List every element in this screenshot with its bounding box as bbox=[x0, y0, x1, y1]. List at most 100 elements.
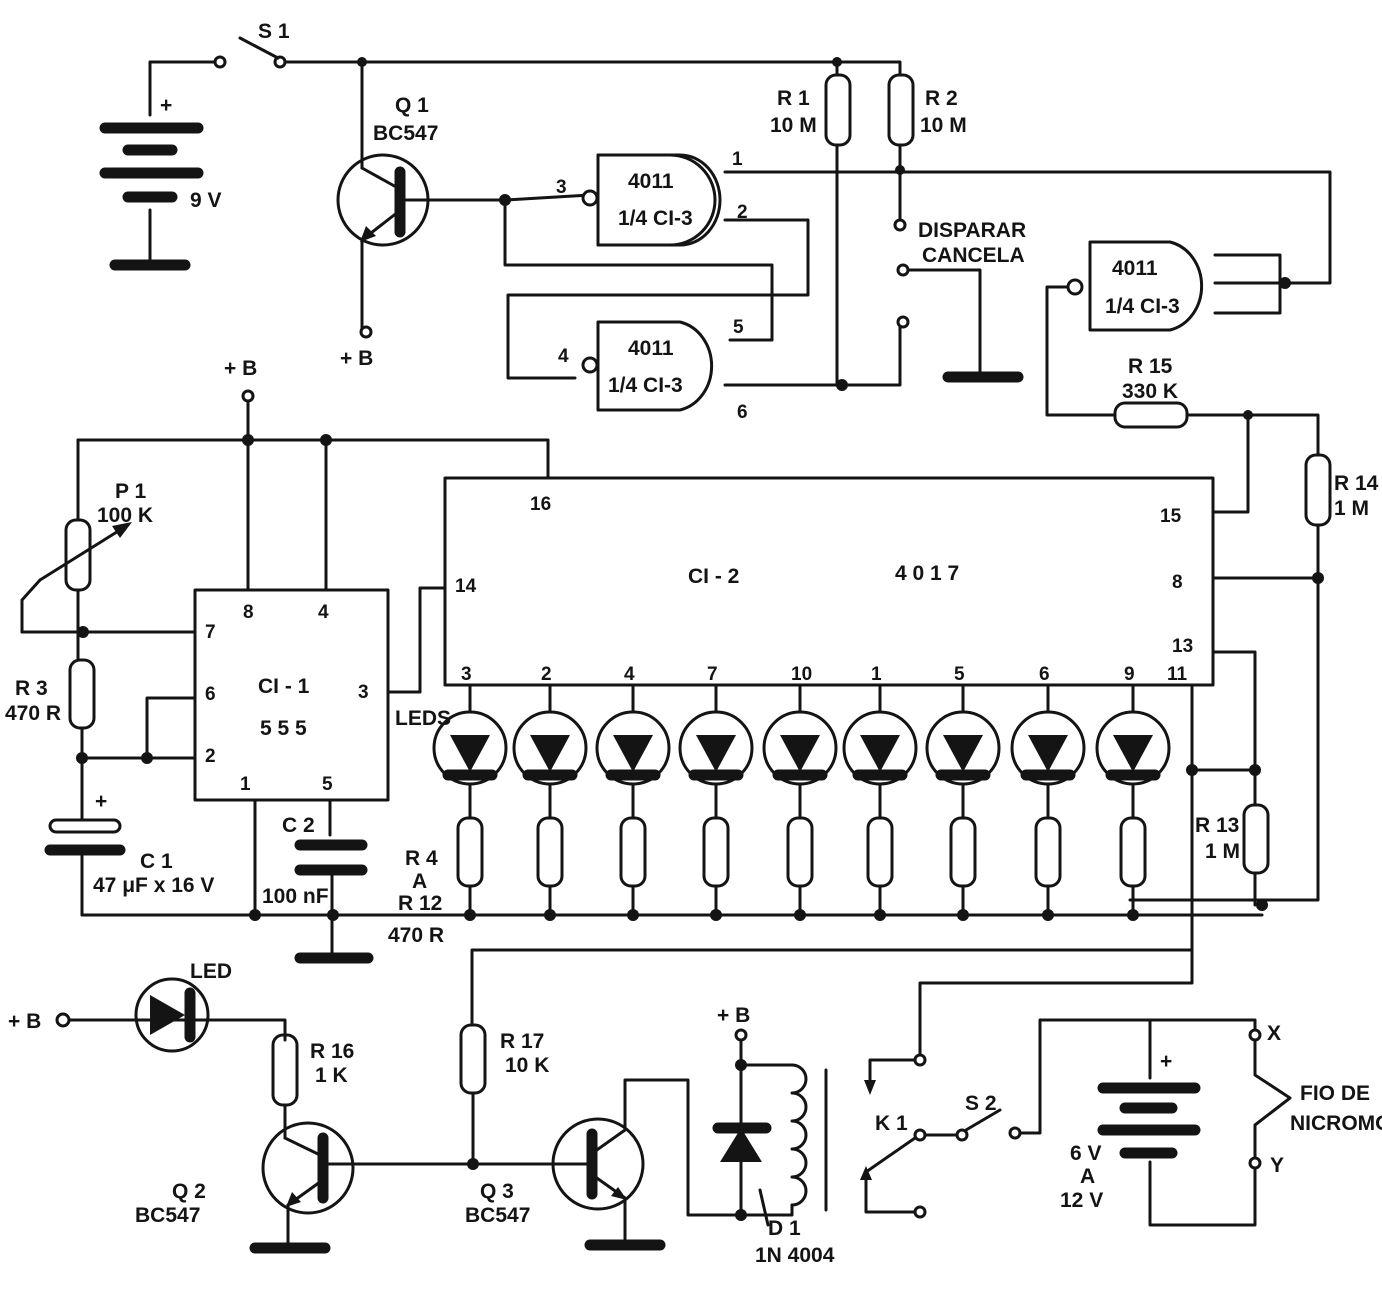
battery-2: + 6 V A 12 V bbox=[1060, 1050, 1257, 1227]
ci1-name: CI - 1 bbox=[258, 675, 310, 698]
led-pin-label: 4 bbox=[624, 664, 635, 685]
nand-gate-a: 3 2 1 4011 1/4 CI-3 bbox=[499, 149, 1332, 380]
ci1-chip: 5 5 5 bbox=[260, 717, 307, 740]
r4-r12-line1: R 4 bbox=[405, 847, 438, 870]
resistor-r16: R 16 1 K bbox=[271, 1033, 354, 1140]
resistor-r17: R 17 10 K bbox=[459, 1023, 549, 1166]
led-anode bbox=[530, 735, 570, 772]
led-pin-label: 1 bbox=[871, 664, 882, 685]
ic-4017: 16 14 15 8 13 11 CI - 2 4 0 1 7 bbox=[443, 476, 1261, 1027]
relay-supply-label: + B bbox=[717, 1004, 750, 1027]
resistor-r13: R 13 1 M bbox=[1195, 803, 1270, 911]
diode-d1: D 1 1N 4004 bbox=[712, 1122, 835, 1267]
gate-b-chip: 4011 bbox=[628, 337, 674, 360]
resistor-r2: R 2 10 M bbox=[887, 73, 967, 232]
q2-type: BC547 bbox=[135, 1204, 200, 1227]
nand-gate-b: 4 5 6 4011 1/4 CI-3 bbox=[558, 315, 910, 423]
led-column: 1 bbox=[842, 664, 918, 921]
capacitor-c2: C 2 100 nF bbox=[262, 814, 374, 964]
led-resistor bbox=[536, 816, 564, 888]
r17-name: R 17 bbox=[500, 1030, 544, 1053]
led-pin-label: 3 bbox=[461, 664, 472, 685]
q2-name: Q 2 bbox=[172, 1180, 206, 1203]
c1-name: C 1 bbox=[140, 850, 173, 873]
ci2-pin-13: 13 bbox=[1172, 636, 1193, 657]
led-column: 9 bbox=[1095, 664, 1171, 921]
battery-voltage-label: 9 V bbox=[190, 189, 222, 212]
c2-value: 100 nF bbox=[262, 885, 329, 908]
r13-name: R 13 bbox=[1195, 814, 1239, 837]
r15-name: R 15 bbox=[1128, 355, 1173, 378]
junction-dot bbox=[1127, 909, 1139, 921]
p1-name: P 1 bbox=[115, 480, 146, 503]
led-resistor bbox=[949, 816, 977, 888]
q1-name: Q 1 bbox=[395, 94, 429, 117]
led-column: 2 bbox=[512, 664, 588, 921]
gate-a-pin-out: 1 bbox=[732, 149, 743, 170]
ci2-pin-11: 11 bbox=[1167, 664, 1188, 685]
nand-gate-c: 4011 1/4 CI-3 bbox=[1045, 240, 1291, 417]
led-resistor bbox=[619, 816, 647, 888]
gate-b-pin-in2: 5 bbox=[733, 317, 744, 338]
ci2-pin-8: 8 bbox=[1172, 572, 1183, 593]
led-column: 5 bbox=[925, 664, 1001, 921]
r2-name: R 2 bbox=[925, 87, 958, 110]
q1-type: BC547 bbox=[373, 122, 438, 145]
ci1-pin-6: 6 bbox=[205, 684, 216, 705]
junction-dot bbox=[874, 909, 886, 921]
led-pin-label: 7 bbox=[707, 664, 718, 685]
led-resistor bbox=[866, 816, 894, 888]
c1-value: 47 μF x 16 V bbox=[93, 874, 214, 897]
wire-x-label: X bbox=[1267, 1022, 1281, 1045]
c1-plus: + bbox=[95, 790, 107, 813]
battery2-line3: 12 V bbox=[1060, 1189, 1103, 1212]
r14-value: 1 M bbox=[1334, 497, 1369, 520]
led-resistor bbox=[702, 816, 730, 888]
ci2-pin-16: 16 bbox=[530, 494, 551, 515]
junction-dot bbox=[464, 909, 476, 921]
led-anode bbox=[613, 735, 653, 772]
led-column: 7 bbox=[678, 664, 754, 921]
r3-value: 470 R bbox=[5, 702, 61, 725]
led-pin-label: 5 bbox=[954, 664, 965, 685]
q3-type: BC547 bbox=[465, 1204, 530, 1227]
led-label: LED bbox=[190, 960, 232, 983]
p1-value: 100 K bbox=[97, 504, 153, 527]
c2-name: C 2 bbox=[282, 814, 315, 837]
potentiometer-p1: P 1 100 K bbox=[20, 438, 197, 662]
r1-value: 10 M bbox=[770, 114, 817, 137]
battery-9v: + 9 V bbox=[99, 60, 222, 271]
ci1-pin-7: 7 bbox=[205, 622, 216, 643]
led-resistor bbox=[1034, 816, 1062, 888]
wire-y-label: Y bbox=[1270, 1154, 1284, 1177]
led-resistor bbox=[456, 816, 484, 888]
resistor-r1: R 1 10 M bbox=[770, 73, 852, 387]
capacitor-c1: + C 1 47 μF x 16 V bbox=[44, 790, 214, 917]
q3-name: Q 3 bbox=[480, 1180, 514, 1203]
relay-coil: + B bbox=[717, 1004, 828, 1221]
led-pin-label: 10 bbox=[791, 664, 812, 685]
led-column: 4 bbox=[595, 664, 671, 921]
r13-value: 1 M bbox=[1205, 840, 1240, 863]
gate-b-part: 1/4 CI-3 bbox=[608, 374, 683, 397]
ci1-pin-2: 2 bbox=[205, 746, 216, 767]
r16-value: 1 K bbox=[315, 1064, 348, 1087]
trigger-label-2: CANCELA bbox=[922, 244, 1025, 267]
junction-dot bbox=[794, 909, 806, 921]
nichrome-wire: X Y FIO DE NICROMO bbox=[1148, 1018, 1382, 1177]
resistor-r3: R 3 470 R bbox=[5, 658, 197, 820]
battery-plus-label: + bbox=[160, 94, 172, 117]
junction-dot bbox=[627, 909, 639, 921]
ci2-pin-15: 15 bbox=[1160, 506, 1182, 527]
leds-label: LEDS bbox=[395, 707, 451, 730]
indicator-led: + B LED bbox=[8, 960, 287, 1053]
q1-supply: + B bbox=[340, 347, 373, 370]
r4-r12-value: 470 R bbox=[388, 924, 444, 947]
led-column: 3 bbox=[432, 664, 508, 921]
trigger-switch: DISPARAR CANCELA bbox=[896, 219, 1026, 383]
r1-name: R 1 bbox=[777, 87, 810, 110]
ci2-name: CI - 2 bbox=[688, 565, 739, 588]
junction-dot bbox=[710, 909, 722, 921]
gate-b-pin-in1: 4 bbox=[558, 346, 569, 367]
